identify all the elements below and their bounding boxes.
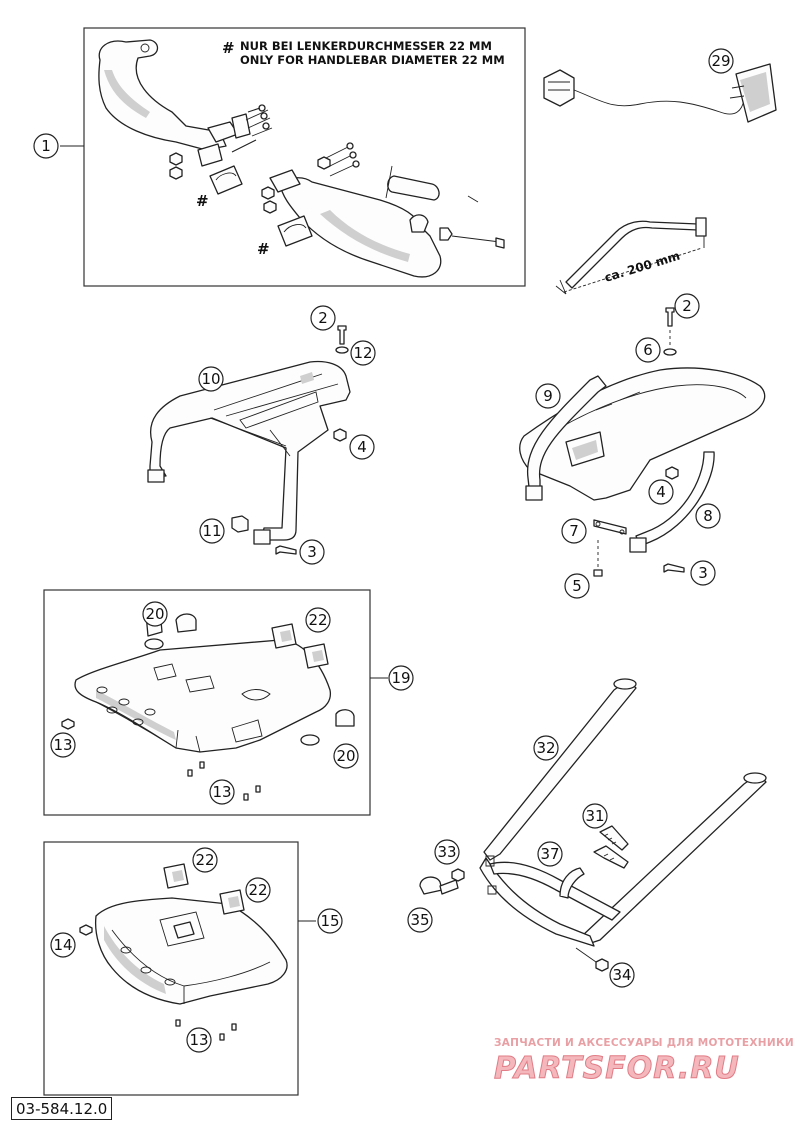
callout-29: 29 — [708, 48, 734, 74]
note-line-english: ONLY FOR HANDLEBAR DIAMETER 22 MM — [240, 53, 505, 67]
svg-text:29: 29 — [711, 52, 730, 70]
callout-31: 31 — [582, 803, 608, 829]
svg-text:14: 14 — [53, 936, 72, 954]
extension-rod-drawing — [555, 217, 707, 295]
svg-text:13: 13 — [212, 783, 231, 801]
callout-20-top: 20 — [142, 601, 168, 627]
svg-text:13: 13 — [189, 1031, 208, 1049]
svg-text:22: 22 — [195, 851, 214, 869]
callout-3-fender: 3 — [690, 560, 716, 586]
svg-text:10: 10 — [201, 370, 220, 388]
callout-14: 14 — [50, 932, 76, 958]
rear-fender-drawing — [519, 307, 766, 577]
svg-text:4: 4 — [656, 483, 666, 501]
note-hash-mark-spacer-lower: # — [257, 240, 270, 258]
callout-5: 5 — [564, 573, 590, 599]
svg-text:20: 20 — [336, 747, 355, 765]
svg-text:3: 3 — [307, 543, 317, 561]
svg-text:11: 11 — [202, 522, 221, 540]
callout-22-skid: 22 — [305, 607, 331, 633]
svg-text:32: 32 — [536, 739, 555, 757]
callout-10: 10 — [198, 366, 224, 392]
svg-text:37: 37 — [540, 845, 559, 863]
callout-22-guard-lower: 22 — [245, 877, 271, 903]
svg-text:22: 22 — [308, 611, 327, 629]
luggage-rack-drawing — [147, 360, 351, 545]
svg-text:35: 35 — [410, 911, 429, 929]
dimension-label: ca. 200 mm — [603, 249, 682, 285]
callout-20-bottom: 20 — [333, 743, 359, 769]
callout-32: 32 — [533, 735, 559, 761]
svg-text:2: 2 — [682, 297, 692, 315]
handguard-kit-drawing — [98, 39, 505, 278]
engine-guard-kit-frame — [43, 841, 299, 1096]
callout-6: 6 — [635, 337, 661, 363]
callout-33: 33 — [434, 839, 460, 865]
svg-text:22: 22 — [248, 881, 267, 899]
note-hash-symbol: # — [222, 39, 235, 57]
callout-7: 7 — [561, 518, 587, 544]
svg-text:6: 6 — [643, 341, 653, 359]
svg-text:7: 7 — [569, 522, 579, 540]
callout-1: 1 — [33, 133, 59, 159]
cable-part-29-drawing — [543, 63, 777, 123]
callout-2-fender: 2 — [674, 293, 700, 319]
callout-8: 8 — [695, 503, 721, 529]
callout-2-rack: 2 — [310, 305, 336, 331]
watermark-tagline: ЗАПЧАСТИ И АКСЕССУАРЫ ДЛЯ МОТОТЕХНИКИ — [494, 1037, 794, 1049]
engine-guard-15-drawing — [94, 897, 288, 1005]
callout-12: 12 — [350, 340, 376, 366]
leader-lines — [60, 145, 388, 922]
center-stand-drawing — [419, 678, 767, 972]
callout-22-guard-upper: 22 — [192, 847, 218, 873]
callout-37: 37 — [537, 841, 563, 867]
svg-text:31: 31 — [585, 807, 604, 825]
watermark-brand: PARTSFOR.RU — [494, 1051, 740, 1086]
svg-text:3: 3 — [698, 564, 708, 582]
callout-4-rack: 4 — [349, 434, 375, 460]
callout-3-rack: 3 — [299, 539, 325, 565]
svg-text:34: 34 — [612, 966, 631, 984]
callout-4-fender: 4 — [648, 479, 674, 505]
note-line-german: NUR BEI LENKERDURCHMESSER 22 MM — [240, 39, 492, 53]
svg-text:19: 19 — [391, 669, 410, 687]
skid-plate-19-drawing — [74, 639, 332, 753]
handguard-kit-frame — [83, 27, 526, 287]
callout-19: 19 — [388, 665, 414, 691]
svg-text:8: 8 — [703, 507, 713, 525]
svg-text:12: 12 — [353, 344, 372, 362]
skid-plate-19-hardware — [61, 609, 355, 801]
rack-hardware-drawing — [231, 325, 349, 555]
callout-13-guard: 13 — [186, 1027, 212, 1053]
callout-35: 35 — [407, 907, 433, 933]
skid-plate-kit-frame — [43, 589, 371, 816]
document-number: 03-584.12.0 — [11, 1097, 113, 1120]
svg-text:2: 2 — [318, 309, 328, 327]
callout-13-left: 13 — [50, 732, 76, 758]
engine-guard-15-hardware — [79, 863, 245, 1041]
svg-text:20: 20 — [145, 605, 164, 623]
svg-text:33: 33 — [437, 843, 456, 861]
callout-13-skid-bottom: 13 — [209, 779, 235, 805]
svg-text:15: 15 — [320, 912, 339, 930]
svg-text:13: 13 — [53, 736, 72, 754]
note-hash-mark-spacer-upper: # — [196, 192, 209, 210]
callout-9: 9 — [535, 383, 561, 409]
svg-text:9: 9 — [543, 387, 553, 405]
callout-15: 15 — [317, 908, 343, 934]
svg-text:5: 5 — [572, 577, 582, 595]
svg-text:4: 4 — [357, 438, 367, 456]
callout-11: 11 — [199, 518, 225, 544]
callout-34: 34 — [609, 962, 635, 988]
svg-text:1: 1 — [41, 137, 51, 155]
